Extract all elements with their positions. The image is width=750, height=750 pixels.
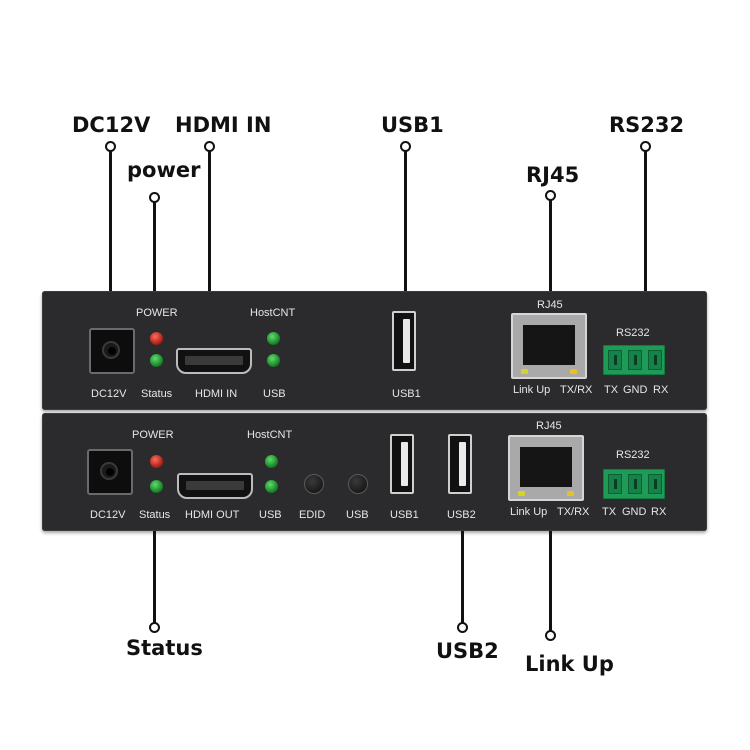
leader-usb2: [461, 531, 464, 626]
status-led-icon: [150, 354, 163, 367]
label-rj45: RJ45: [537, 299, 563, 311]
usb1-port: [392, 311, 416, 371]
status-led-icon: [150, 480, 163, 493]
label-hdmi-in: HDMI IN: [195, 388, 238, 400]
dc-jack-pin: [108, 347, 116, 355]
terminal-slot-tx: [608, 350, 622, 370]
terminal-slot-tx: [608, 474, 622, 494]
usb-led-icon: [267, 354, 280, 367]
hdmi-port-contacts: [186, 481, 244, 490]
label-rs232: RS232: [616, 449, 650, 461]
label-status: Status: [141, 388, 173, 400]
label-usb-button: USB: [346, 509, 369, 521]
label-power: POWER: [132, 429, 174, 441]
usb-port-tongue: [459, 442, 466, 486]
label-usb: USB: [259, 509, 282, 521]
label-power: POWER: [136, 307, 178, 319]
label-edid: EDID: [299, 509, 326, 521]
label-usb1: USB1: [390, 509, 419, 521]
hostcnt-led-icon: [265, 455, 278, 468]
callout-usb2: USB2: [436, 639, 499, 663]
usb-port-tongue: [403, 319, 410, 363]
label-tx: TX: [604, 384, 619, 396]
label-link-up: Link Up: [513, 384, 551, 396]
leader-rs232: [644, 151, 647, 291]
usb-port-tongue: [401, 442, 408, 486]
usb1-port: [390, 434, 414, 494]
rj45-socket: [520, 447, 572, 487]
terminal-slot-rx: [648, 350, 662, 370]
rs232-terminal-block: [603, 469, 665, 499]
leader-rj45: [549, 200, 552, 291]
rj45-link-led-icon: [518, 491, 525, 496]
callout-power: power: [127, 158, 201, 182]
label-usb: USB: [263, 388, 286, 400]
usb-led-icon: [265, 480, 278, 493]
label-hostcnt: HostCNT: [250, 307, 296, 319]
leader-usb1: [404, 151, 407, 291]
label-txrx: TX/RX: [560, 384, 593, 396]
edid-button[interactable]: [304, 474, 324, 494]
bottom-device-panel: POWER HostCNT RJ45 RS232 DC12V Status HD…: [42, 413, 707, 531]
rj45-link-led-icon: [521, 369, 528, 374]
label-hdmi-out: HDMI OUT: [185, 509, 240, 521]
label-usb1: USB1: [392, 388, 421, 400]
leader-status: [153, 531, 156, 626]
label-tx: TX: [602, 506, 617, 518]
label-rs232: RS232: [616, 327, 650, 339]
leader-link-up: [549, 531, 552, 634]
leader-power: [153, 202, 156, 291]
callout-hdmi-in: HDMI IN: [175, 113, 272, 137]
leader-hdmi-in: [208, 151, 211, 291]
rj45-port: [511, 313, 587, 379]
label-status: Status: [139, 509, 171, 521]
label-gnd: GND: [623, 384, 648, 396]
terminal-slot-gnd: [628, 350, 642, 370]
rj45-txrx-led-icon: [567, 491, 574, 496]
callout-dot-link-up: [545, 630, 556, 641]
top-device-panel: POWER HostCNT RJ45 RS232 DC12V Status HD…: [42, 291, 707, 410]
terminal-slot-gnd: [628, 474, 642, 494]
power-led-icon: [150, 455, 163, 468]
hdmi-port-contacts: [185, 356, 243, 365]
leader-dc12v: [109, 151, 112, 291]
rj45-socket: [523, 325, 575, 365]
callout-rs232: RS232: [609, 113, 685, 137]
rs232-terminal-block: [603, 345, 665, 375]
callout-dc12v: DC12V: [72, 113, 151, 137]
label-dc12v: DC12V: [90, 509, 126, 521]
usb-button[interactable]: [348, 474, 368, 494]
callout-rj45: RJ45: [526, 163, 580, 187]
hdmi-in-port: [176, 348, 252, 374]
hdmi-out-port: [177, 473, 253, 499]
hostcnt-led-icon: [267, 332, 280, 345]
label-gnd: GND: [622, 506, 647, 518]
dc-power-jack: [89, 328, 135, 374]
callout-dot-status: [149, 622, 160, 633]
callout-status: Status: [126, 636, 203, 660]
callout-link-up: Link Up: [525, 652, 614, 676]
terminal-slot-rx: [648, 474, 662, 494]
label-rx: RX: [653, 384, 669, 396]
dc-power-jack: [87, 449, 133, 495]
label-txrx: TX/RX: [557, 506, 590, 518]
rj45-txrx-led-icon: [570, 369, 577, 374]
label-rx: RX: [651, 506, 667, 518]
callout-dot-usb2: [457, 622, 468, 633]
label-rj45: RJ45: [536, 420, 562, 432]
callout-usb1: USB1: [381, 113, 444, 137]
rj45-port: [508, 435, 584, 501]
usb2-port: [448, 434, 472, 494]
label-usb2: USB2: [447, 509, 476, 521]
label-hostcnt: HostCNT: [247, 429, 293, 441]
dc-jack-pin: [106, 468, 114, 476]
power-led-icon: [150, 332, 163, 345]
label-link-up: Link Up: [510, 506, 548, 518]
label-dc12v: DC12V: [91, 388, 127, 400]
